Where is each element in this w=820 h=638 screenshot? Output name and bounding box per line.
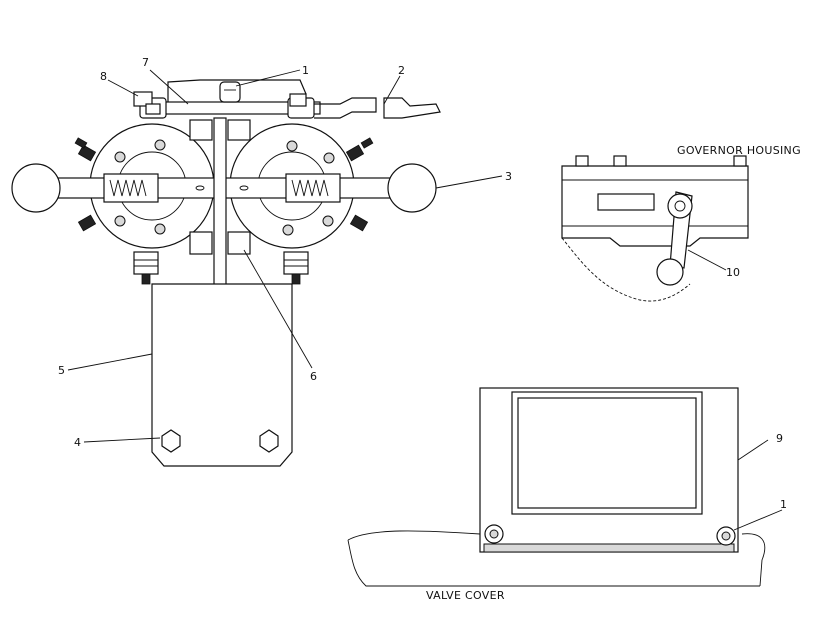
throttle-link — [383, 97, 441, 119]
left-nut-2 — [145, 103, 161, 115]
callout-labels: 1 2 3 4 5 6 7 8 9 10 1 — [58, 56, 787, 511]
plate-bolt-right — [259, 429, 279, 453]
left-nut — [133, 91, 153, 107]
lever-knob — [656, 258, 684, 286]
lower-fitting-right — [283, 251, 309, 275]
valve-cover-window — [517, 397, 697, 509]
right-spring — [291, 179, 329, 197]
center-nut-upper-right — [227, 119, 251, 141]
top-bolt — [219, 81, 241, 103]
lever-pivot — [667, 193, 693, 219]
governor-housing-caption: GOVERNOR HOUSING — [677, 144, 801, 157]
callout-10: 10 — [726, 266, 740, 279]
right-nut — [289, 93, 307, 107]
callout-9: 9 — [776, 432, 783, 445]
callout-2: 2 — [398, 64, 405, 77]
callout-4: 4 — [74, 436, 81, 449]
callout-1-bottom: 1 — [780, 498, 787, 511]
left-spring — [109, 179, 147, 197]
right-knob — [387, 163, 437, 213]
housing-window — [597, 193, 655, 211]
callout-8: 8 — [100, 70, 107, 83]
mounting-plate — [151, 283, 293, 467]
plate-bolt-left — [161, 429, 181, 453]
left-spring-housing — [103, 173, 159, 203]
callout-6: 6 — [310, 370, 317, 383]
valve-cover-outline-left — [347, 539, 760, 587]
head-screws — [114, 139, 335, 236]
housing-casting-outline — [561, 237, 691, 302]
valve-cover-caption: VALVE COVER — [426, 589, 505, 602]
leader-lines — [67, 69, 783, 531]
callout-1-top: 1 — [302, 64, 309, 77]
center-nut-lower-right — [227, 231, 251, 255]
left-knob — [11, 163, 61, 213]
right-spring-housing — [285, 173, 341, 203]
callout-3: 3 — [505, 170, 512, 183]
callout-5: 5 — [58, 364, 65, 377]
governor-housing-detail: GOVERNOR HOUSING — [561, 144, 801, 302]
head-studs — [74, 137, 374, 232]
control-assembly — [11, 79, 441, 467]
callout-7: 7 — [142, 56, 149, 69]
governor-housing-body — [561, 165, 749, 247]
center-nut-upper-left — [189, 119, 213, 141]
linkage-rod-end — [314, 97, 377, 119]
valve-cover-detail: VALVE COVER — [347, 387, 766, 602]
lower-fitting-left — [133, 251, 159, 275]
center-nut-lower-left — [189, 231, 213, 255]
